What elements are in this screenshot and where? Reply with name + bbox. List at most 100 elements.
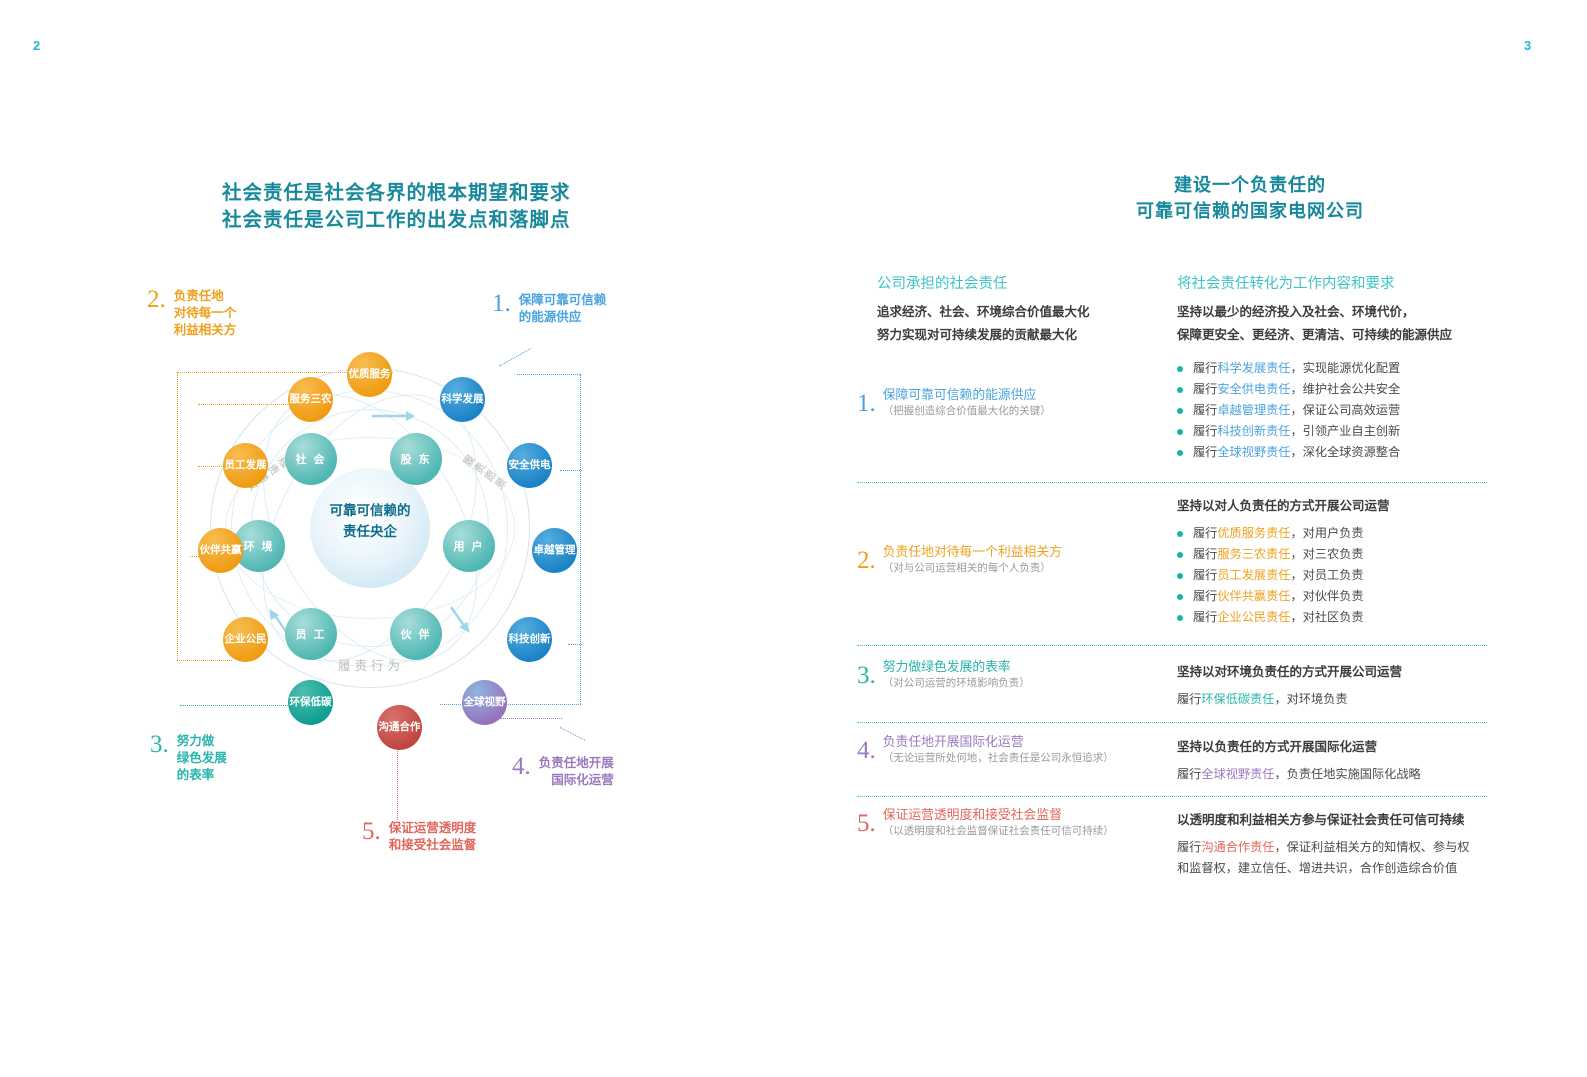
text-highlight: 沟通合作责任 (1201, 840, 1275, 854)
bullet-dot (1177, 450, 1183, 456)
section-separator-3 (857, 722, 1487, 723)
inner-circle-label: 员 工 (295, 629, 327, 641)
section-separator-4 (857, 796, 1487, 797)
section-4-body: 坚持以负责任的方式开展国际化运营 履行全球视野责任，负责任地实施国际化战略 (1177, 736, 1517, 785)
bullet-highlight: 服务三农责任 (1217, 547, 1291, 561)
section-4-number: 4. (857, 737, 876, 764)
list-item: 履行安全供电责任，维护社会公共安全 (1177, 379, 1517, 400)
list-item: 履行员工发展责任，对员工负责 (1177, 565, 1517, 586)
section-1-bullet-list: 履行科学发展责任，实现能源优化配置 履行安全供电责任，维护社会公共安全 履行卓越… (1177, 358, 1517, 463)
bullet-dot (1177, 594, 1183, 600)
outer-circle-excellent-management: 卓越管理 (532, 528, 577, 573)
outer-circle-scientific-development: 科学发展 (440, 377, 485, 422)
bullet-pre: 履行 (1193, 610, 1218, 624)
callout-2-number: 2. (147, 286, 166, 313)
list-item: 履行全球视野责任，深化全球资源整合 (1177, 442, 1517, 463)
section-4-body-heading: 坚持以负责任的方式开展国际化运营 (1177, 740, 1378, 754)
bullet-post: ，引领产业自主创新 (1290, 424, 1401, 438)
outer-circle-label: 科技创新 (508, 633, 551, 646)
leader-line-purple (500, 718, 562, 719)
bullet-highlight: 伙伴共赢责任 (1217, 589, 1291, 603)
bullet-highlight: 科技创新责任 (1217, 424, 1291, 438)
outer-circle-corporate-citizen: 企业公民 (223, 617, 268, 662)
bullet-highlight: 科学发展责任 (1217, 361, 1291, 375)
bullet-post: ，对员工负责 (1290, 568, 1364, 582)
leader-line-blue-bottom (440, 704, 581, 705)
section-2-bullet-list: 履行优质服务责任，对用户负责 履行服务三农责任，对三农负责 履行员工发展责任，对… (1177, 523, 1517, 628)
globe-graphic-inner (327, 485, 413, 571)
section-3-body-text: 履行环保低碳责任，对环境负责 (1177, 689, 1517, 710)
section-5-title: 保证运营透明度和接受社会监督 (882, 807, 1062, 822)
bullet-post: ，对社区负责 (1290, 610, 1364, 624)
section-1-note: （把握创造综合价值最大化的关键） (882, 405, 1051, 417)
inner-circle-shareholder: 股 东 (390, 433, 442, 485)
bullet-pre: 履行 (1193, 361, 1218, 375)
outer-circle-label: 环保低碳 (289, 696, 332, 709)
section-2-lead: 2. 负责任地对待每一个利益相关方 （对与公司运营相关的每个人负责） (857, 543, 1062, 576)
bullet-pre: 履行 (1193, 547, 1218, 561)
page-number-left: 2 (33, 38, 41, 53)
section-separator-1 (857, 482, 1487, 483)
section-4-body-text: 履行全球视野责任，负责任地实施国际化战略 (1177, 764, 1517, 785)
bullet-post: ，深化全球资源整合 (1290, 445, 1401, 459)
outer-circle-label: 沟通合作 (378, 721, 421, 734)
section-4-title: 负责任地开展国际化运营 (882, 734, 1024, 749)
csr-wheel-diagram: 可靠可信赖的 责任央企 履责绩效 履责愿景 履责行为 社 会 股 东 用 户 (155, 352, 625, 775)
bullet-pre: 履行 (1193, 445, 1218, 459)
bullet-post: ，维护社会公共安全 (1290, 382, 1401, 396)
section-5-body-text-1: 履行沟通合作责任，保证利益相关方的知情权、参与权 (1177, 837, 1517, 858)
outer-circle-safe-power-supply: 安全供电 (507, 443, 552, 488)
section-5-body: 以透明度和利益相关方参与保证社会责任可信可持续 履行沟通合作责任，保证利益相关方… (1177, 809, 1517, 879)
rotation-arrow-bottom-right (450, 606, 470, 633)
bullet-dot (1177, 408, 1183, 414)
inner-circle-label: 环 境 (243, 541, 275, 553)
bullet-highlight: 卓越管理责任 (1217, 403, 1291, 417)
bullet-pre: 履行 (1193, 403, 1218, 417)
bullet-pre: 履行 (1193, 589, 1218, 603)
section-1-body: 履行科学发展责任，实现能源优化配置 履行安全供电责任，维护社会公共安全 履行卓越… (1177, 358, 1517, 463)
inner-circle-society: 社 会 (285, 433, 337, 485)
leader-line-blue-s2 (568, 644, 582, 645)
section-5-lead: 5. 保证运营透明度和接受社会监督 （以透明度和社会监督保证社会责任可信可持续） (857, 806, 1114, 839)
list-item: 履行优质服务责任，对用户负责 (1177, 523, 1517, 544)
column-2-subtext: 坚持以最少的经济投入及社会、环境代价， 保障更安全、更经济、更清洁、可持续的能源… (1177, 305, 1453, 342)
bullet-dot (1177, 366, 1183, 372)
inner-circle-label: 伙 伴 (400, 629, 432, 641)
section-separator-2 (857, 645, 1487, 646)
bullet-dot (1177, 429, 1183, 435)
callout-1-text: 保障可靠可信赖 的能源供应 (518, 293, 607, 324)
callout-3: 3. 努力做 绿色发展 的表率 (150, 732, 227, 784)
section-1-number: 1. (857, 390, 876, 417)
section-2-body-heading: 坚持以对人负责任的方式开展公司运营 (1177, 499, 1390, 513)
text-post: ，负责任地实施国际化战略 (1274, 767, 1421, 781)
callout-4: 4. 负责任地开展 国际化运营 (512, 754, 614, 789)
outer-circle-partner-winwin: 伙伴共赢 (198, 528, 243, 573)
leader-line-blue-s1 (560, 470, 582, 471)
outer-circle-communication-cooperation: 沟通合作 (377, 705, 422, 750)
rotation-arrow-top (372, 411, 415, 421)
section-2-note: （对与公司运营相关的每个人负责） (882, 562, 1051, 574)
left-page-heading: 社会责任是社会各界的根本期望和要求 社会责任是公司工作的出发点和落脚点 (222, 180, 742, 234)
callout-5-text: 保证运营透明度 和接受社会监督 (388, 821, 477, 852)
list-item: 履行卓越管理责任，保证公司高效运营 (1177, 400, 1517, 421)
bullet-dot (1177, 387, 1183, 393)
section-1-lead: 1. 保障可靠可信赖的能源供应 （把握创造综合价值最大化的关键） (857, 386, 1051, 419)
bullet-dot (1177, 552, 1183, 558)
outer-circle-label: 企业公民 (224, 633, 267, 646)
leader-line-orange-top (177, 372, 393, 373)
column-2-heading: 将社会责任转化为工作内容和要求 (1177, 276, 1395, 292)
page-number-right: 3 (1524, 38, 1532, 53)
text-post: ，对环境负责 (1274, 692, 1348, 706)
bullet-highlight: 优质服务责任 (1217, 526, 1291, 540)
callout-1-number: 1. (492, 290, 511, 317)
bullet-pre: 履行 (1193, 568, 1218, 582)
callout-2: 2. 负责任地 对待每一个 利益相关方 (147, 286, 236, 339)
outer-circle-tech-innovation: 科技创新 (507, 617, 552, 662)
center-label: 可靠可信赖的 责任央企 (310, 500, 430, 542)
callout-5-number: 5. (362, 818, 381, 845)
outer-circle-label: 全球视野 (463, 696, 506, 709)
bullet-pre: 履行 (1193, 526, 1218, 540)
inner-circle-label: 社 会 (295, 454, 327, 466)
outer-circle-label: 安全供电 (508, 459, 551, 472)
section-3-title: 努力做绿色发展的表率 (882, 659, 1011, 674)
